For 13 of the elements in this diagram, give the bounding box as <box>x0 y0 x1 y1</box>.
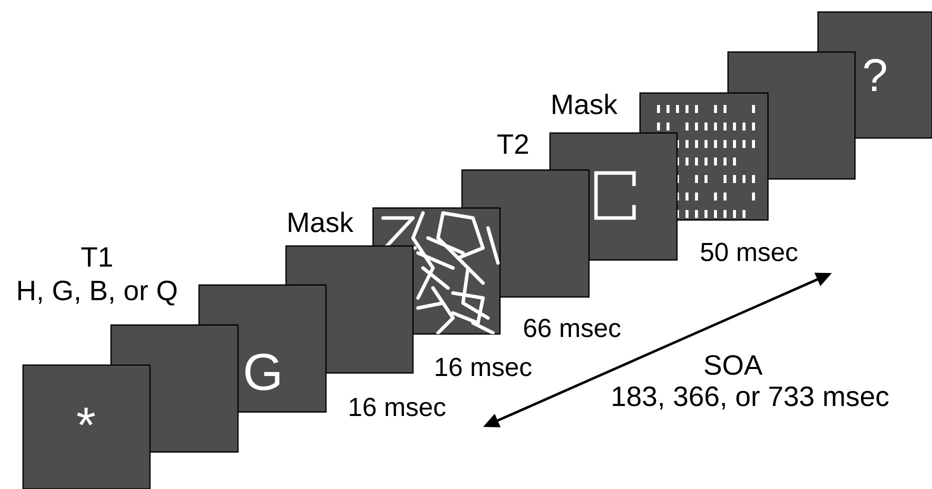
label: T2 <box>497 134 528 154</box>
label: SOA <box>704 355 762 375</box>
label: 183, 366, or 733 msec <box>612 386 888 410</box>
label: Mask <box>552 94 618 114</box>
label: T1 <box>81 247 112 267</box>
label: H, G, B, or Q <box>18 280 177 306</box>
node-label: ? <box>864 58 886 92</box>
label: Mask <box>288 212 354 232</box>
stimulus-frame: * <box>22 364 151 489</box>
label: 16 msec <box>436 358 532 376</box>
label: 16 msec <box>350 398 446 416</box>
label: 66 msec <box>524 318 620 338</box>
label: 50 msec <box>700 242 798 262</box>
